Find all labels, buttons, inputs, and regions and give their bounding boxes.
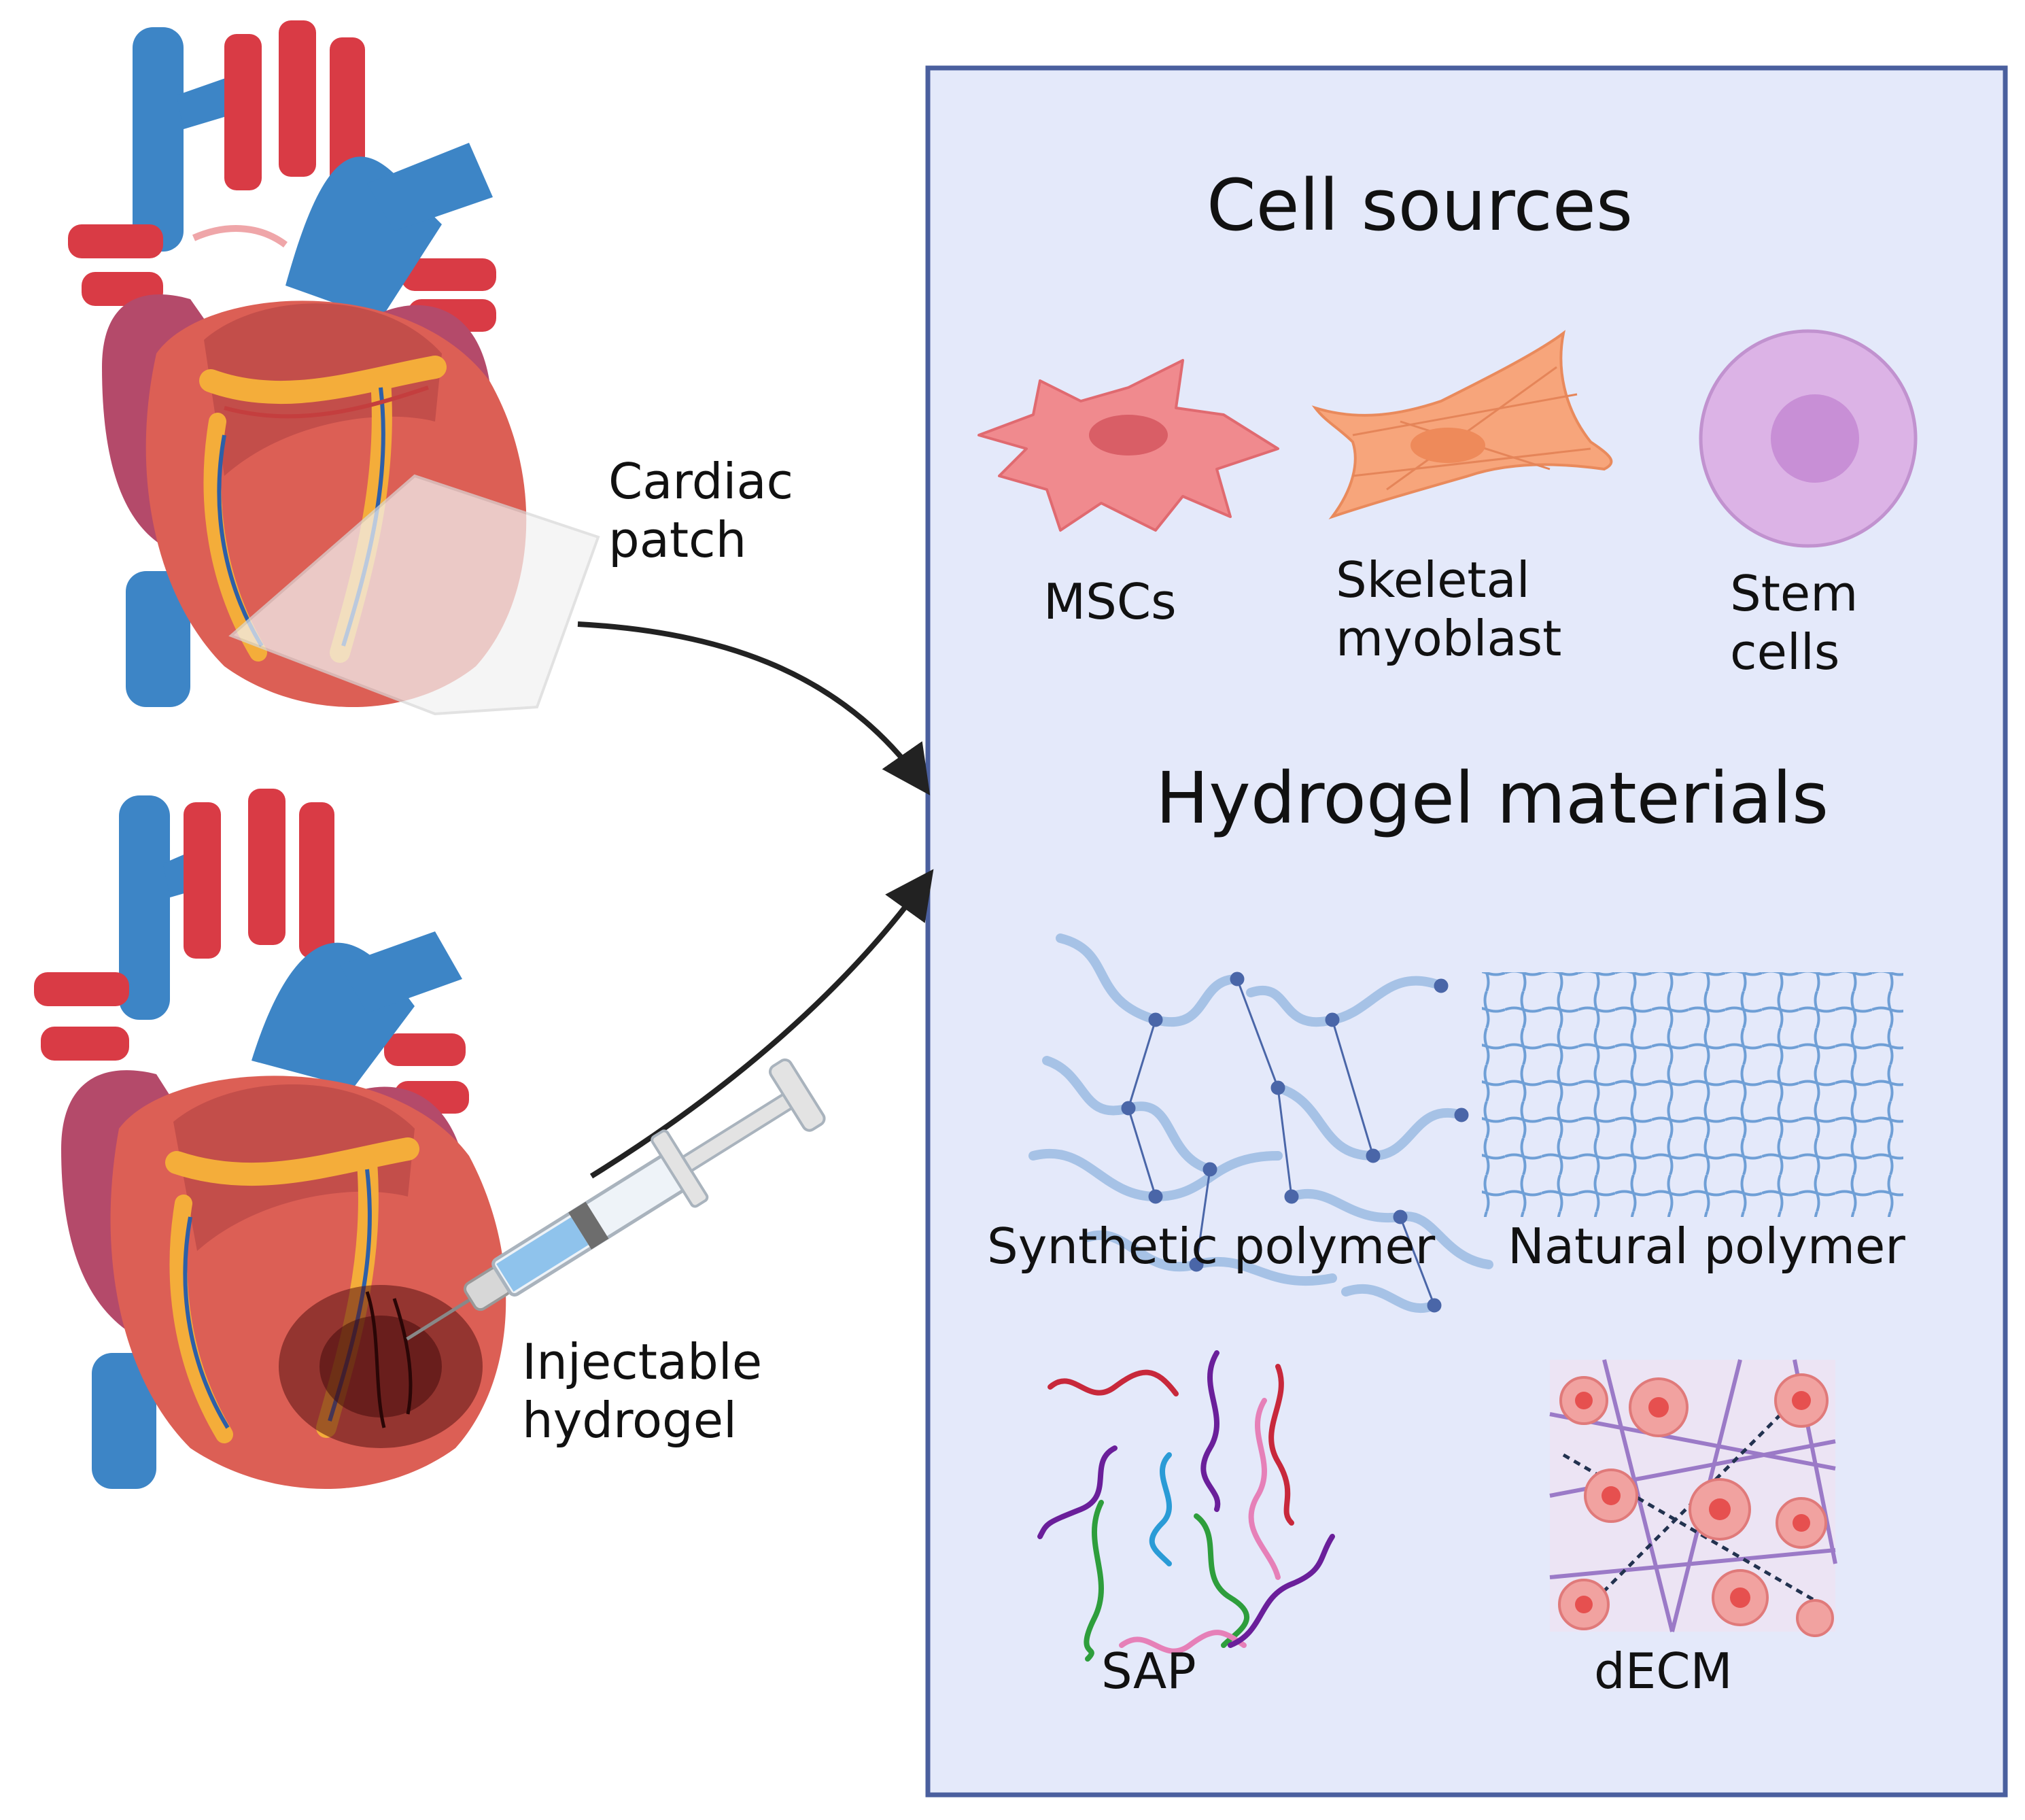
decm-label: dECM	[1594, 1643, 1733, 1700]
arrow-top	[577, 621, 931, 795]
cardiac-patch	[228, 474, 600, 716]
natural-polymer-label: Natural polymer	[1508, 1218, 1905, 1275]
msc-label: MSCs	[1043, 573, 1177, 630]
skeletal-myoblast-icon	[1311, 330, 1613, 519]
synthetic-polymer-label: Synthetic polymer	[987, 1218, 1436, 1275]
syringe	[406, 1058, 826, 1341]
cardiac-patch-label: Cardiac patch	[608, 453, 794, 569]
sap-icon	[1037, 1350, 1335, 1662]
hydrogel-materials-title: Hydrogel materials	[1156, 757, 1829, 840]
panel-box	[925, 65, 2008, 1798]
msc-cell-icon	[977, 359, 1279, 532]
decm-icon	[1549, 1359, 1837, 1637]
heart-bottom-illustration	[34, 789, 506, 1489]
stem-cell-icon	[1699, 329, 1918, 548]
natural-polymer-icon	[1482, 972, 1903, 1217]
cell-sources-title: Cell sources	[1207, 164, 1633, 247]
synthetic-polymer-crosslinks	[1121, 972, 1469, 1313]
arrow-bottom	[589, 869, 934, 1179]
skeletal-myoblast-label: Skeletal myoblast	[1336, 551, 1562, 668]
sap-label: SAP	[1101, 1643, 1196, 1700]
stem-cells-label: Stem cells	[1730, 565, 1858, 681]
injectable-hydrogel-label: Injectable hydrogel	[522, 1333, 763, 1449]
